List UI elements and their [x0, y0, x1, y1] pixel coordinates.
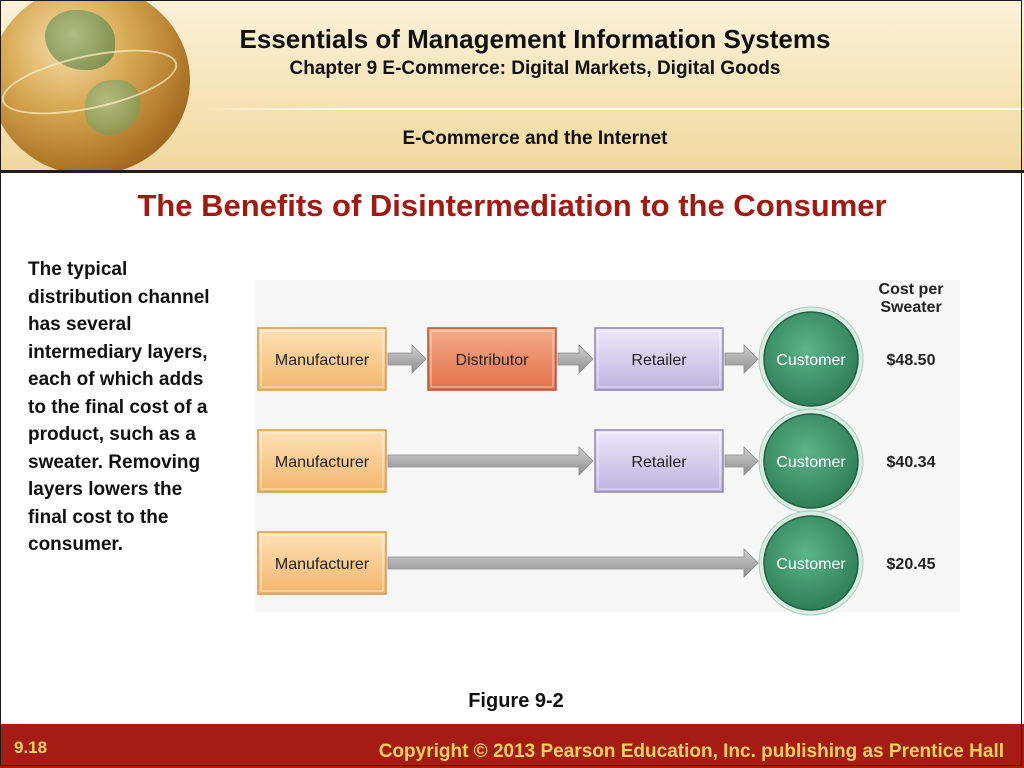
manufacturer-node	[257, 327, 387, 391]
slide-footer	[0, 724, 1024, 768]
retailer-node	[594, 429, 724, 493]
slide-header: Essentials of Management Information Sys…	[0, 0, 1024, 173]
flow-arrow	[724, 446, 759, 476]
customer-node	[763, 515, 859, 611]
cost-value: $20.45	[887, 556, 936, 573]
manufacturer-node	[257, 531, 387, 595]
node-label: Manufacturer	[275, 454, 370, 471]
body-text: The typical distribution channel has sev…	[28, 259, 210, 555]
cost-header-line1: Cost per	[879, 281, 944, 298]
book-title: Essentials of Management Information Sys…	[239, 24, 831, 54]
manufacturer-node	[257, 429, 387, 493]
node-label: Customer	[776, 352, 846, 369]
flow-arrow	[557, 344, 594, 374]
customer-node	[763, 413, 859, 509]
copyright-notice: Copyright © 2013 Pearson Education, Inc.…	[378, 741, 1004, 762]
node-label: Customer	[776, 454, 846, 471]
node-label: Retailer	[631, 454, 687, 471]
node-label: Retailer	[631, 352, 687, 369]
chapter-title: Chapter 9 E-Commerce: Digital Markets, D…	[289, 58, 781, 79]
slide-title: The Benefits of Disintermediation to the…	[137, 188, 887, 223]
cost-value: $48.50	[887, 352, 936, 369]
cost-header-line2: Sweater	[880, 299, 941, 316]
flow-arrow	[724, 344, 759, 374]
node-label: Distributor	[456, 352, 530, 369]
channel-row: Manufacturer Retailer Customer $40.34	[257, 408, 936, 514]
node-label: Customer	[776, 556, 846, 573]
node-label: Manufacturer	[275, 556, 370, 573]
channel-row: Manufacturer Customer $20.45	[257, 510, 936, 616]
flow-arrow	[387, 548, 759, 578]
distributor-node	[427, 327, 557, 391]
figure-caption: Figure 9-2	[468, 690, 564, 712]
globe-logo-icon	[0, 0, 190, 170]
node-label: Manufacturer	[275, 352, 370, 369]
page-number: 9.18	[14, 738, 48, 757]
section-title: E-Commerce and the Internet	[402, 128, 668, 149]
customer-node	[763, 311, 859, 407]
flow-arrow	[387, 344, 427, 374]
cost-value: $40.34	[887, 454, 936, 471]
flow-arrow	[387, 446, 594, 476]
retailer-node	[594, 327, 724, 391]
channel-row: Manufacturer Distributor Retailer Customer $…	[257, 306, 936, 412]
header-divider	[190, 108, 1024, 110]
